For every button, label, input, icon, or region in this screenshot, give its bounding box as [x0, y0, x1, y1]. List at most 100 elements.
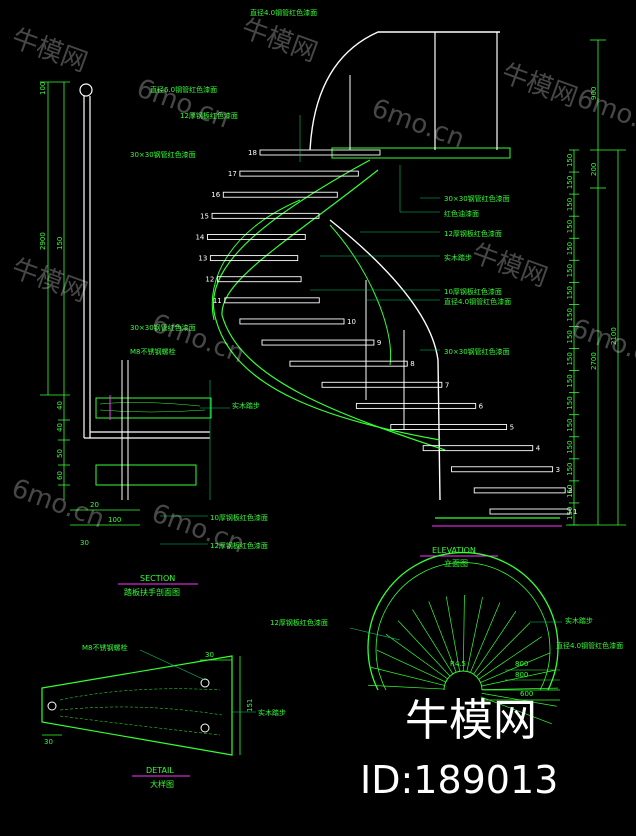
tread: [209, 255, 299, 262]
tread: [355, 402, 477, 409]
step-number: 11: [213, 297, 222, 305]
right-dim-label: 150: [566, 440, 574, 453]
callout-12-steel-plan: 12厚钢板红色漆面: [270, 618, 328, 627]
right-dimension-chain: [566, 39, 626, 526]
watermark: 6mo.cn: [148, 498, 249, 559]
sec-dim-150: 150: [56, 237, 64, 250]
section-plate: [95, 464, 197, 486]
step-number: 12: [205, 276, 214, 284]
elevation-callouts: [299, 115, 440, 351]
plan-dim-800b: 800: [515, 671, 528, 679]
watermark: 6mo.cn: [133, 73, 234, 134]
step-number: 6: [479, 402, 484, 410]
lower-handrail: [329, 219, 441, 501]
step-number: 4: [536, 445, 541, 453]
watermark: 牛模网: [8, 253, 92, 308]
detail-dim-30: 30: [205, 651, 214, 659]
step-number: 10: [347, 318, 356, 326]
right-dim-label: 150: [566, 330, 574, 343]
callout-wood-tread: 实木踏步: [444, 253, 472, 262]
detail-dim-30b: 30: [44, 738, 53, 746]
tread: [489, 508, 571, 515]
sec-dim-100: 100: [39, 82, 47, 95]
tread: [211, 212, 320, 219]
plan-dim-600: 600: [520, 690, 533, 698]
section-title: SECTION: [140, 574, 175, 583]
right-dim-label: 150: [566, 374, 574, 387]
step-number: 7: [445, 381, 449, 389]
callout-12-steel-sec: 12厚钢板红色漆面: [210, 541, 268, 550]
step-number: 1: [573, 508, 577, 516]
dim-top-900: 900: [590, 87, 598, 100]
tread: [239, 318, 345, 325]
watermark: 6mo.cn: [568, 313, 636, 374]
watermark: 牛模网: [238, 13, 322, 68]
right-dim-label: 150: [566, 154, 574, 167]
step-number: 17: [228, 170, 237, 178]
sec-dim-60: 60: [56, 471, 64, 480]
callout-30-tube-left: 30×30钢管红色漆面: [130, 150, 196, 159]
callout-30-tube-c: 30×30钢管红色漆面: [130, 323, 196, 332]
sec-dim-40a: 40: [56, 401, 64, 410]
tread: [390, 424, 508, 430]
watermark: 牛模网: [468, 238, 552, 293]
step-number: 18: [248, 149, 257, 157]
callout-12-steel-b: 12厚钢板红色漆面: [444, 229, 502, 238]
right-dim-label: 150: [566, 198, 574, 211]
detail-subtitle: 大样图: [150, 779, 174, 789]
section-tread: [95, 397, 212, 419]
brand-logo: 牛模网: [405, 695, 537, 746]
callout-pipe-plan: 直径4.0钢管红色漆面: [556, 641, 623, 650]
callout-10-steel: 10厚钢板红色漆面: [444, 287, 502, 296]
tread: [216, 276, 302, 283]
tread: [422, 445, 534, 452]
step-number: 8: [410, 360, 414, 368]
handrail-profile: [79, 83, 93, 97]
sec-dim-50: 50: [56, 449, 64, 458]
plan-dim-800a: 800: [515, 660, 528, 668]
tread: [473, 487, 566, 494]
dim-2700: 2700: [590, 352, 598, 370]
detail-title: DETAIL: [146, 766, 174, 775]
tread: [207, 234, 306, 240]
callout-30-tube-right: 30×30钢管红色漆面: [444, 194, 510, 203]
plan-radius: R4.5: [450, 660, 466, 668]
right-dim-label: 150: [566, 176, 574, 189]
callout-pipe-60: 直径6.0钢管红色漆面: [150, 85, 217, 94]
callout-m8-bolt: M8不锈钢螺栓: [130, 347, 176, 356]
right-dim-label: 150: [566, 418, 574, 431]
callout-top-pipe: 直径4.0钢管红色漆面: [250, 8, 317, 17]
section-subtitle: 踏板扶手剖面图: [124, 587, 180, 597]
detail-tread-outline: [41, 655, 233, 756]
tread: [239, 170, 359, 177]
elevation-title: ELEVATION: [432, 546, 476, 555]
detail-drawing: [41, 655, 241, 756]
right-dim-label: 150: [566, 462, 574, 475]
tread: [259, 149, 381, 156]
tread: [289, 360, 408, 367]
tread: [321, 381, 443, 388]
step-number: 2: [568, 487, 572, 495]
section-drawing: [40, 81, 212, 526]
callout-red-paint: 红色油漆面: [444, 209, 479, 218]
tread: [451, 466, 554, 473]
callout-wood-tread-sec: 实木踏步: [232, 401, 260, 410]
step-number: 16: [211, 191, 220, 199]
callout-30-tube-b: 30×30钢管红色漆面: [444, 347, 510, 356]
callout-12-steel-a: 12厚钢板红色漆面: [180, 111, 238, 120]
sec-dim-30: 30: [80, 539, 89, 547]
step-number: 15: [200, 212, 209, 220]
watermark: 6mo.cn: [148, 308, 249, 369]
step-number: 9: [377, 339, 381, 347]
callout-m8-bolt-detail: M8不锈钢螺栓: [82, 643, 128, 652]
right-dim-label: 150: [566, 264, 574, 277]
right-dim-label: 150: [566, 286, 574, 299]
tread: [224, 297, 320, 304]
tread: [222, 191, 338, 198]
stringer-outer: [212, 159, 441, 441]
right-dim-label: 150: [566, 485, 574, 498]
dim-200: 200: [590, 163, 598, 176]
watermark: 6mo.cn: [8, 473, 109, 534]
